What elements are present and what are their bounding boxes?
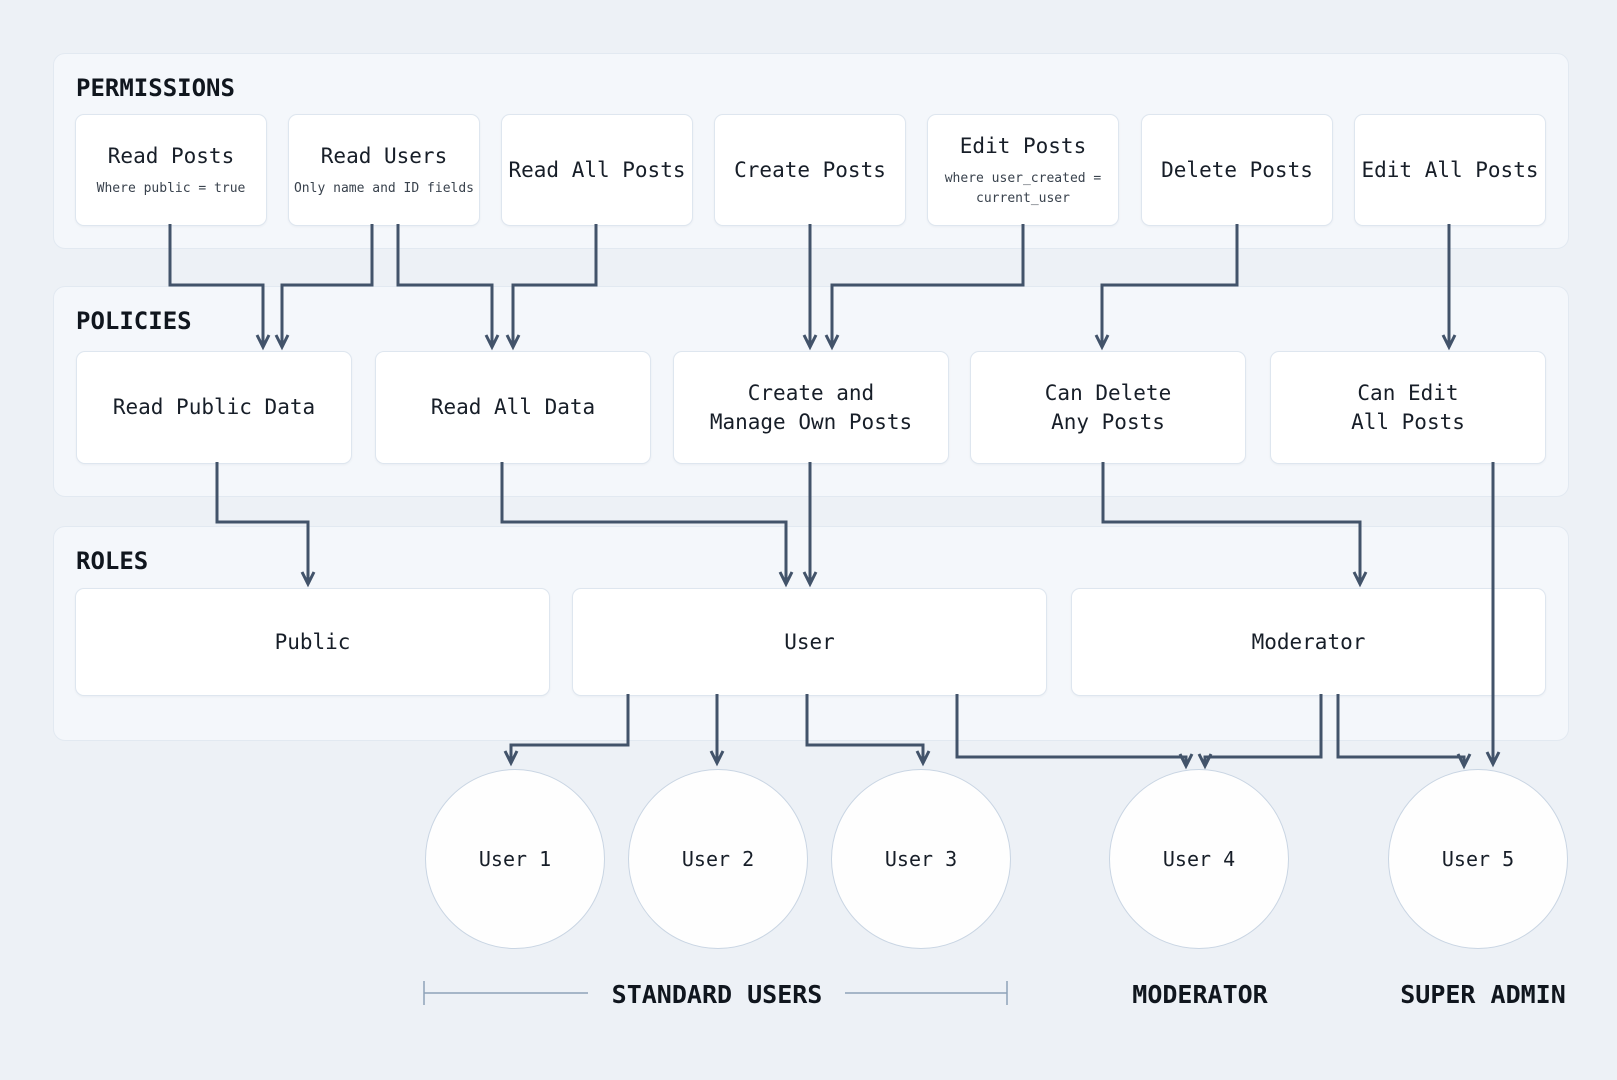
node-condition: where user_created = current_user	[944, 171, 1102, 206]
user-circle-5: User 5	[1388, 769, 1568, 949]
node-label: Read Public Data	[112, 395, 316, 420]
node-label: Read Posts	[107, 143, 235, 168]
node-label: Edit Posts	[959, 133, 1087, 158]
permission-node-read-all-posts: Read All Posts	[501, 114, 693, 226]
node-label: Read Users	[320, 143, 448, 168]
policy-node-can-delete-any-posts: Can Delete Any Posts	[970, 351, 1246, 464]
role-node-public: Public	[75, 588, 550, 696]
policies-title: POLICIES	[76, 307, 192, 335]
user-label: User 1	[478, 847, 552, 871]
node-label: Public	[274, 629, 351, 654]
permission-node-read-posts: Read Posts Where public = true	[75, 114, 267, 226]
node-label: Create Posts	[734, 157, 886, 182]
user-circle-4: User 4	[1109, 769, 1289, 949]
group-label-super-admin: SUPER ADMIN	[1400, 980, 1566, 1009]
role-node-moderator: Moderator	[1071, 588, 1546, 696]
node-label: User	[784, 629, 835, 654]
node-label: Can Edit All Posts	[1351, 381, 1465, 434]
user-label: User 4	[1162, 847, 1236, 871]
group-label-moderator: MODERATOR	[1132, 980, 1268, 1009]
role-node-user: User	[572, 588, 1047, 696]
node-label: Can Delete Any Posts	[1044, 381, 1172, 434]
node-label: Create and Manage Own Posts	[709, 381, 913, 434]
policy-node-read-all-data: Read All Data	[375, 351, 651, 464]
policy-node-can-edit-all-posts: Can Edit All Posts	[1270, 351, 1546, 464]
policy-node-read-public-data: Read Public Data	[76, 351, 352, 464]
permission-node-create-posts: Create Posts	[714, 114, 906, 226]
permission-node-edit-all-posts: Edit All Posts	[1354, 114, 1546, 226]
user-circle-2: User 2	[628, 769, 808, 949]
permission-node-edit-posts: Edit Posts where user_created = current_…	[927, 114, 1119, 226]
user-label: User 5	[1441, 847, 1515, 871]
node-label: Moderator	[1251, 629, 1366, 654]
node-label: Edit All Posts	[1361, 157, 1539, 182]
user-label: User 3	[884, 847, 958, 871]
node-condition: Where public = true	[96, 180, 246, 196]
user-label: User 2	[681, 847, 755, 871]
user-circle-3: User 3	[831, 769, 1011, 949]
policy-node-create-manage-own-posts: Create and Manage Own Posts	[673, 351, 949, 464]
user-circle-1: User 1	[425, 769, 605, 949]
group-label-standard-users: STANDARD USERS	[611, 980, 823, 1009]
node-label: Read All Data	[430, 395, 596, 420]
roles-title: ROLES	[76, 547, 149, 575]
permission-node-read-users: Read Users Only name and ID fields	[288, 114, 480, 226]
node-label: Delete Posts	[1161, 157, 1313, 182]
permission-node-delete-posts: Delete Posts	[1141, 114, 1333, 226]
permissions-title: PERMISSIONS	[76, 74, 235, 102]
node-condition: Only name and ID fields	[293, 180, 474, 196]
node-label: Read All Posts	[508, 157, 686, 182]
